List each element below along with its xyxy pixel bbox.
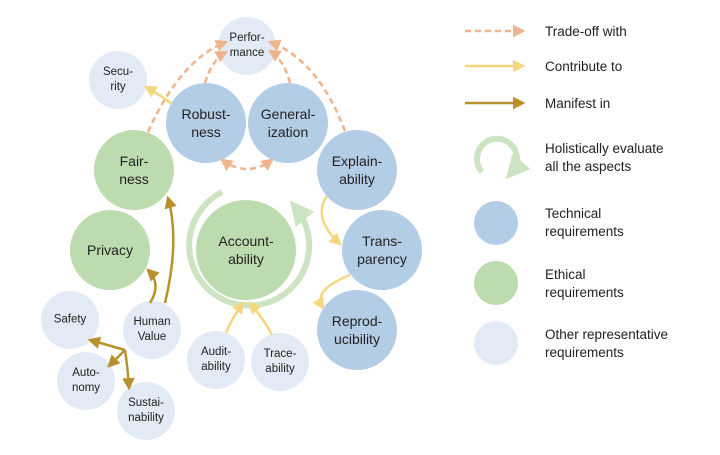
explainability-label: Explain- ability	[331, 152, 383, 187]
accountability-label: Account- ability	[218, 232, 274, 267]
contribute-traceability-accountability	[248, 301, 274, 336]
performance-label: Perfor- mance	[229, 32, 265, 59]
safety-label: Safety	[53, 313, 87, 326]
fairness-label: Fair- ness	[119, 152, 149, 187]
node-reproducibility	[317, 290, 397, 370]
legend-holistic-label: Holistically evaluate all the aspects	[545, 141, 664, 175]
node-traceability	[251, 333, 309, 391]
node-robustness	[166, 83, 246, 163]
transparency-label: Trans- parency	[357, 232, 407, 267]
generalization-label: General- ization	[260, 105, 316, 140]
legend-technical-label: Technical requirements	[545, 206, 624, 240]
tradeoff-fairness-performance	[146, 39, 229, 133]
node-security	[89, 51, 147, 109]
node-generalization	[248, 83, 328, 163]
sustainability-label: Sustai- nability	[128, 397, 164, 424]
tradeoff-generalization-performance	[267, 49, 292, 84]
node-safety	[41, 291, 99, 349]
manifest-humanvalue-privacy	[146, 268, 160, 304]
robustness-label: Robust- ness	[181, 105, 231, 140]
legend-tradeoff-label: Trade-off with	[545, 24, 627, 39]
node-sustainability	[117, 382, 175, 440]
contribute-robustness-security	[143, 85, 173, 106]
tradeoff-robustness-performance	[203, 50, 229, 84]
legend-ethical-swatch	[474, 261, 518, 305]
tradeoff-robustness-generalization	[219, 158, 275, 171]
manifest-to-safety	[87, 336, 126, 352]
node-fairness	[94, 130, 174, 210]
legend-other-label: Other representative requirements	[545, 327, 669, 361]
auditability-label: Audit- ability	[200, 346, 232, 373]
traceability-label: Trace- ability	[263, 348, 297, 375]
autonomy-label: Auto- nomy	[71, 367, 101, 394]
contribute-explainability-transparency	[320, 195, 342, 246]
legend-holistic-icon	[474, 135, 531, 180]
node-explainability	[317, 130, 397, 210]
node-transparency	[342, 210, 422, 290]
node-performance	[218, 17, 276, 75]
node-autonomy	[57, 352, 115, 410]
manifest-to-sustainability	[122, 349, 135, 391]
node-auditability	[187, 331, 245, 389]
legend-technical-swatch	[474, 201, 518, 245]
node-human-value	[123, 301, 181, 359]
human-value-label: Human Value	[133, 316, 171, 343]
legend-ethical-label: Ethical requirements	[545, 267, 624, 301]
contribute-transparency-reproducibility	[312, 273, 351, 311]
security-label: Secu- rity	[102, 66, 134, 93]
privacy-label: Privacy	[87, 241, 133, 258]
reproducibility-label: Reprod- ucibility	[331, 312, 383, 347]
legend-manifest-label: Manifest in	[545, 96, 611, 111]
node-privacy	[70, 210, 150, 290]
manifest-humanvalue-fairness	[163, 195, 177, 304]
legend-other-swatch	[474, 321, 518, 365]
manifest-to-autonomy	[107, 349, 126, 368]
contribute-auditability-accountability	[224, 300, 245, 334]
legend-contribute-label: Contribute to	[545, 59, 623, 74]
node-accountability	[196, 200, 296, 300]
